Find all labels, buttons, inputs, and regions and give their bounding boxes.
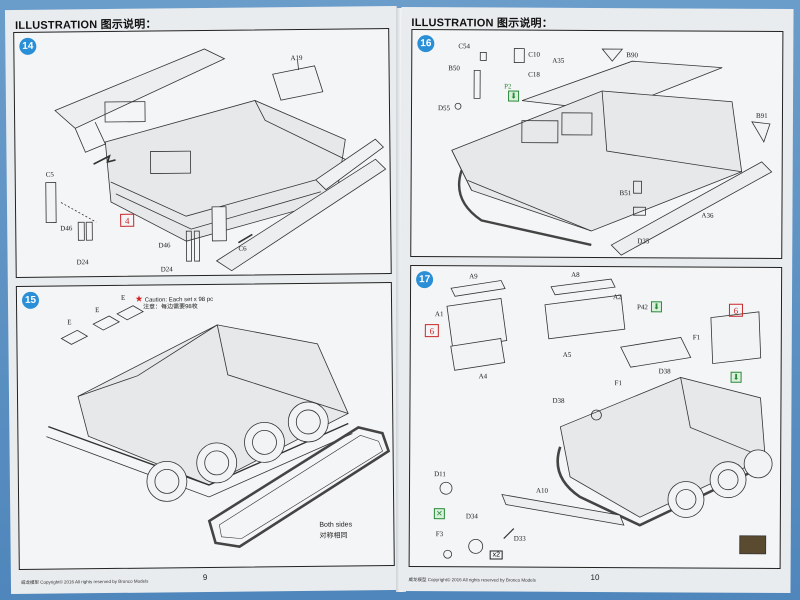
- left-page-number: 9: [202, 572, 208, 583]
- caution-note: ★ Caution: Each set x 98 pc 注意：每边需要98枚: [134, 293, 214, 312]
- both-sides-cn: 对称相同: [319, 532, 348, 540]
- label-b51: B51: [619, 189, 632, 198]
- paint-icon: ⬇: [730, 371, 742, 383]
- label-d55: D55: [437, 104, 451, 113]
- label-d38-left: D38: [552, 396, 565, 405]
- label-c5: C5: [45, 170, 54, 179]
- label-d46-right: D46: [158, 241, 171, 250]
- label-b90: B90: [626, 51, 638, 60]
- step-15-panel: 15: [15, 282, 395, 570]
- label-e-2: E: [95, 306, 100, 315]
- step-17-panel: 17: [408, 265, 783, 569]
- right-footer: 威龙模型 Copyright© 2016 All rights reserved…: [408, 577, 536, 583]
- right-page: ILLUSTRATION 图示说明： 16: [398, 6, 794, 594]
- label-e-3: E: [120, 293, 126, 302]
- label-d24-left: D24: [76, 258, 89, 267]
- label-f1-top: F1: [692, 333, 701, 342]
- label-a10: A10: [535, 486, 549, 495]
- paint-icon: ✕: [433, 508, 445, 520]
- label-a1: A1: [434, 310, 444, 319]
- label-a36: A36: [701, 211, 714, 220]
- step-15-drawing: [46, 305, 391, 549]
- caution-text-en: Caution: Each set x 98 pc: [144, 296, 214, 304]
- label-d46-left: D46: [60, 224, 73, 233]
- label-d35: D35: [637, 237, 650, 246]
- paint-icon: ⬇: [508, 90, 520, 102]
- label-d33: D33: [513, 534, 526, 543]
- star-icon: ★: [134, 293, 144, 304]
- label-a35: A35: [552, 56, 565, 65]
- reference-box-6-right: 6: [728, 303, 743, 317]
- step-16-drawing: [451, 48, 773, 256]
- label-f1-mid: F1: [614, 379, 622, 388]
- label-c10: C10: [528, 50, 540, 59]
- both-sides-en: Both sides: [319, 521, 353, 529]
- label-d24-right: D24: [160, 265, 173, 274]
- label-a4: A4: [478, 372, 488, 381]
- caution-text-cn: 注意：每边需要98枚: [143, 304, 198, 311]
- left-page: ILLUSTRATION 图示说明： 14: [4, 5, 404, 595]
- label-a5: A5: [562, 350, 572, 359]
- step-17-drawing: [439, 278, 773, 559]
- label-d38-right: D38: [658, 367, 671, 376]
- step-14-drawing: [45, 48, 387, 272]
- label-p42: P42: [636, 303, 648, 312]
- multiplier-badge: x2: [489, 550, 504, 560]
- label-e-1: E: [67, 318, 72, 327]
- step-16-panel: 16: [410, 29, 784, 259]
- reference-box-6-left: 6: [424, 324, 439, 338]
- label-a19: A19: [290, 53, 303, 63]
- label-f3: F3: [435, 530, 444, 539]
- right-page-number: 10: [590, 572, 600, 583]
- label-a2: A2: [612, 293, 622, 302]
- paint-icon: ⬇: [650, 301, 662, 313]
- step-14-panel: 14: [13, 28, 392, 278]
- label-c54: C54: [458, 42, 471, 51]
- label-a9: A9: [469, 272, 478, 281]
- label-c6: C6: [238, 244, 247, 253]
- label-c18: C18: [528, 70, 540, 79]
- label-b50: B50: [448, 64, 460, 73]
- label-b91: B91: [755, 111, 768, 120]
- label-d34: D34: [465, 512, 478, 521]
- label-d11: D11: [434, 470, 446, 479]
- label-p2: P2: [504, 82, 512, 91]
- left-footer: 威龙模型 Copyright© 2016 All rights reserved…: [20, 578, 149, 585]
- reference-box-4: 4: [120, 213, 135, 227]
- label-a8: A8: [571, 270, 580, 279]
